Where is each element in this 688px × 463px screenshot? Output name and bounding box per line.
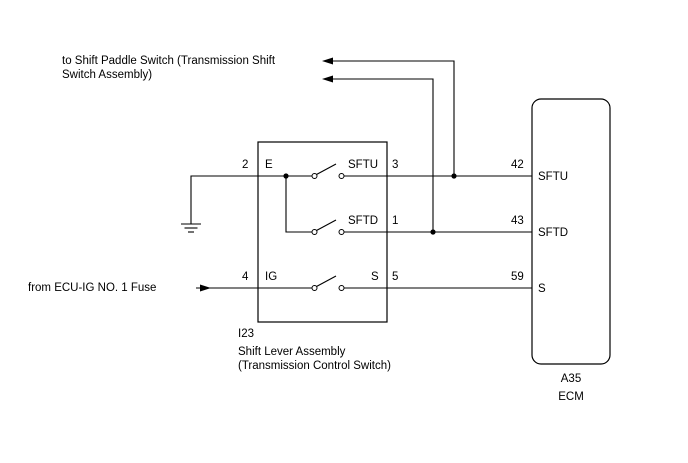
ig-switch-contact-right xyxy=(338,285,345,291)
sftd-switch-contact-right xyxy=(338,229,345,235)
fuse-source-label: from ECU-IG NO. 1 Fuse xyxy=(28,282,156,294)
pin-number-e: 2 xyxy=(242,159,248,171)
switch-assembly-code: I23 xyxy=(238,328,254,340)
sftd-switch-blade xyxy=(316,219,337,231)
ecm-code: A35 xyxy=(561,373,581,385)
sftd-switch-contact-left xyxy=(311,229,318,235)
switch-assembly-name-line1: Shift Lever Assembly xyxy=(238,346,346,358)
arrow-head-sftu xyxy=(322,57,333,65)
sftu-switch-contact-right xyxy=(338,173,345,179)
ecm-name: ECM xyxy=(558,391,584,403)
ecm-box xyxy=(531,98,611,365)
sftu-switch-contact-left xyxy=(311,173,318,179)
terminal-label-sftd: SFTD xyxy=(348,215,378,227)
pin-number-sftu: 3 xyxy=(392,159,398,171)
wire-ground xyxy=(190,175,258,224)
wire-sftu-to-paddle xyxy=(333,60,455,176)
ig-switch-blade xyxy=(316,275,337,287)
ecm-pin-number-sftd: 43 xyxy=(511,215,524,227)
pin-number-s: 5 xyxy=(392,271,398,283)
paddle-switch-note-line1: to Shift Paddle Switch (Transmission Shi… xyxy=(62,55,276,67)
arrow-head-sftd xyxy=(322,75,333,83)
wire-sftd-to-paddle xyxy=(333,78,434,232)
ecm-pin-number-sftu: 42 xyxy=(511,159,524,171)
terminal-label-sftu: SFTU xyxy=(348,159,378,171)
ecm-pin-number-s: 59 xyxy=(511,271,524,283)
junction-dot-sftu xyxy=(451,173,457,179)
junction-dot-sftd xyxy=(430,229,436,235)
paddle-switch-note-line2: Switch Assembly) xyxy=(62,69,152,81)
ecm-terminal-label-sftu: SFTU xyxy=(538,171,568,183)
terminal-label-s: S xyxy=(371,271,379,283)
terminal-label-e: E xyxy=(265,159,273,171)
sftu-switch-blade xyxy=(316,163,337,175)
ecm-terminal-label-sftd: SFTD xyxy=(538,227,568,239)
ig-switch-contact-left xyxy=(311,285,318,291)
arrow-head-fuse xyxy=(200,284,211,292)
wire-e-to-sftd xyxy=(285,176,312,233)
ecm-terminal-label-s: S xyxy=(538,283,546,295)
switch-assembly-name-line2: (Transmission Control Switch) xyxy=(238,360,391,372)
pin-number-sftd: 1 xyxy=(392,215,398,227)
terminal-label-ig: IG xyxy=(265,271,277,283)
pin-number-ig: 4 xyxy=(242,271,249,283)
